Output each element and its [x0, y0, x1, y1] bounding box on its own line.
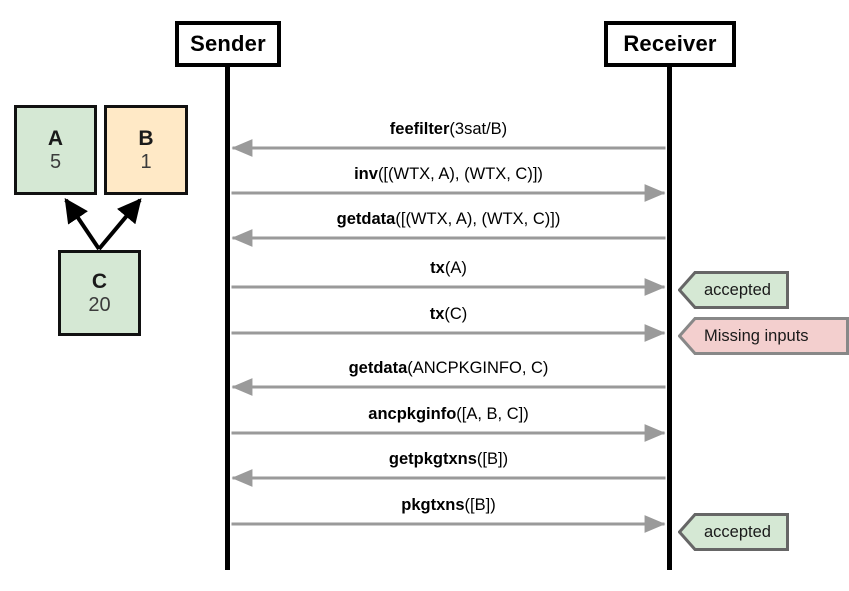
message-args-getdata: (ANCPKGINFO, C) — [407, 359, 549, 377]
message-command-feefilter: feefilter — [389, 120, 450, 138]
status-note-label: accepted — [704, 280, 771, 299]
status-note-label: accepted — [704, 522, 771, 541]
status-note-pink-1: Missing inputs — [678, 317, 849, 355]
participant-header-sender: Sender — [175, 21, 281, 67]
status-note-shape — [678, 513, 789, 551]
message-label-ancpkginfo: ancpkginfo([A, B, C]) — [368, 405, 528, 424]
lifeline-sender — [225, 67, 230, 570]
message-command-inv: inv — [354, 165, 378, 183]
message-command-getdata: getdata — [336, 210, 396, 228]
tx-node-c-id: C — [91, 269, 108, 293]
dep-arrow-c-to-b — [97, 198, 142, 251]
status-note-green-2: accepted — [678, 513, 789, 551]
dep-arrow-c-to-a — [64, 198, 101, 251]
participant-label-receiver: Receiver — [623, 31, 717, 56]
message-label-tx: tx(A) — [430, 259, 467, 278]
tx-node-a-value: 5 — [49, 151, 62, 174]
message-command-tx: tx — [429, 305, 445, 323]
message-args-tx: (C) — [444, 305, 468, 323]
lifeline-receiver — [667, 67, 672, 570]
message-args-ancpkginfo: ([A, B, C]) — [456, 405, 529, 423]
message-label-getpkgtxns: getpkgtxns([B]) — [389, 450, 508, 469]
message-command-getpkgtxns: getpkgtxns — [388, 450, 477, 468]
tx-node-b: B 1 — [104, 105, 188, 195]
message-label-tx: tx(C) — [430, 305, 468, 324]
participant-label-sender: Sender — [190, 31, 266, 56]
message-args-pkgtxns: ([B]) — [464, 496, 496, 514]
tx-node-a-id: A — [47, 126, 64, 150]
tx-node-b-value: 1 — [140, 151, 152, 174]
message-args-inv: ([(WTX, A), (WTX, C)]) — [377, 165, 543, 183]
message-label-getdata: getdata(ANCPKGINFO, C) — [349, 359, 549, 378]
participant-header-receiver: Receiver — [604, 21, 736, 67]
message-command-getdata: getdata — [348, 359, 408, 377]
message-args-getpkgtxns: ([B]) — [476, 450, 509, 468]
message-command-ancpkginfo: ancpkginfo — [368, 405, 457, 423]
message-label-feefilter: feefilter(3sat/B) — [390, 120, 507, 139]
tx-node-b-id: B — [138, 126, 154, 150]
message-label-getdata: getdata([(WTX, A), (WTX, C)]) — [337, 210, 561, 229]
message-label-pkgtxns: pkgtxns([B]) — [401, 496, 495, 515]
status-note-green-0: accepted — [678, 271, 789, 309]
message-command-pkgtxns: pkgtxns — [401, 496, 465, 514]
status-note-shape — [678, 271, 789, 309]
status-note-shape — [678, 317, 849, 355]
message-command-tx: tx — [430, 259, 445, 277]
status-note-label: Missing inputs — [704, 326, 809, 345]
tx-node-c-value: 20 — [88, 294, 111, 317]
tx-node-c: C 20 — [58, 250, 141, 336]
message-args-getdata: ([(WTX, A), (WTX, C)]) — [395, 210, 561, 228]
message-args-feefilter: (3sat/B) — [449, 120, 508, 138]
message-args-tx: (A) — [444, 259, 467, 277]
tx-node-a: A 5 — [14, 105, 97, 195]
message-label-inv: inv([(WTX, A), (WTX, C)]) — [354, 165, 543, 184]
